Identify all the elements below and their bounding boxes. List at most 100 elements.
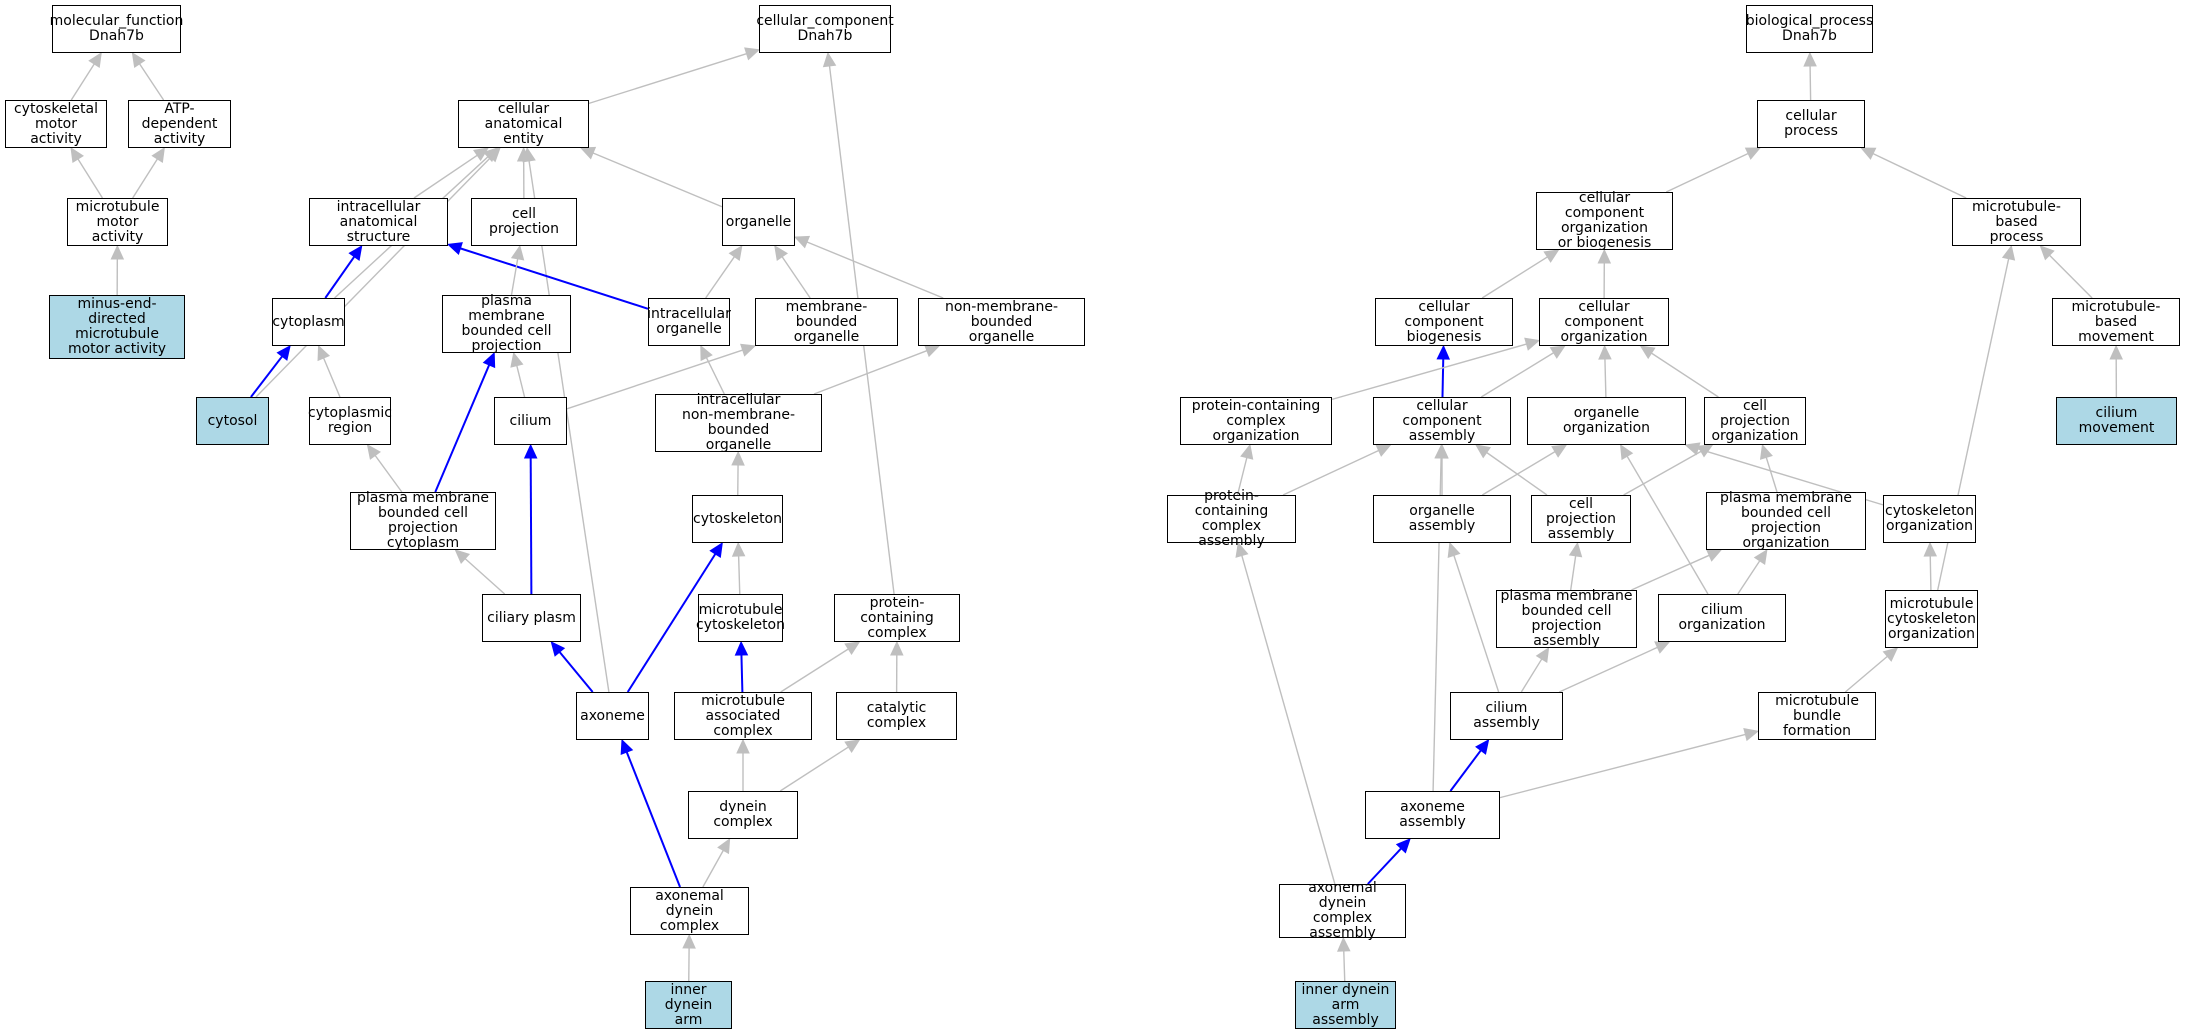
node-mt-process: microtubule-based process xyxy=(1952,198,2081,246)
edge-cilium-to-pmbcp xyxy=(510,351,526,398)
node-axonemal-dynein-assembly: axonemal dynein complex assembly xyxy=(1279,881,1406,941)
edge-dynein-complex-to-catalytic xyxy=(779,739,861,792)
node-pc-assembly: protein-containing complex assembly xyxy=(1167,489,1296,549)
edge-cytosol-to-cytoplasm xyxy=(250,345,291,398)
node-minus-end: minus-end-directed microtubule motor act… xyxy=(49,295,185,359)
edge-cilium-org-to-pmbcp-org xyxy=(1737,549,1768,595)
edge-mt-process-to-cell-process xyxy=(1860,147,1967,199)
node-cc-biogenesis: cellular component biogenesis xyxy=(1375,298,1513,346)
edge-mt-cytoskeleton-to-cytoskeleton xyxy=(731,541,746,595)
edge-pmbcp-assembly-to-pmbcp-org xyxy=(1631,549,1723,591)
edge-mt-motor-to-cytoskeletal-motor xyxy=(70,146,104,199)
node-pmbcpc: plasma membrane bounded cell projection … xyxy=(350,491,496,551)
edge-ciliary-plasm-to-cilium xyxy=(523,443,538,595)
edge-organelle-org-to-cc-org xyxy=(1598,344,1612,398)
node-cellproj: cell projection xyxy=(471,198,577,246)
node-mt-bundle: microtubule bundle formation xyxy=(1758,692,1876,740)
edge-axonemal-dynein-to-dynein-complex xyxy=(702,837,731,888)
edge-organelle-to-cae xyxy=(579,146,723,208)
node-cp-org: cell projection organization xyxy=(1704,397,1806,445)
node-mt-cytoskeleton: microtubule cytoskeleton xyxy=(696,594,785,642)
node-mt-movement: microtubule-based movement xyxy=(2052,298,2180,346)
edge-atp-dependent-to-mf xyxy=(131,52,165,101)
node-cp-assembly: cell projection assembly xyxy=(1531,495,1631,543)
edge-ias-to-cae xyxy=(413,147,489,199)
node-cilium-assembly: cilium assembly xyxy=(1450,692,1563,740)
node-axonemal-dynein: axonemal dynein complex xyxy=(630,887,749,935)
node-organelle: organelle xyxy=(722,198,795,246)
edge-catalytic-to-protein-complex xyxy=(890,640,904,693)
node-cae: cellular anatomical entity xyxy=(458,100,589,148)
node-axoneme: axoneme xyxy=(576,692,649,740)
edge-cell-process-to-bp xyxy=(1803,51,1817,101)
node-mt-assoc: microtubule associated complex xyxy=(674,692,812,740)
node-axoneme-assembly: axoneme assembly xyxy=(1365,791,1500,839)
node-intra-nonmem: intracellular non-membrane-bounded organ… xyxy=(655,393,822,453)
node-atp-dependent: ATP-dependent activity xyxy=(128,100,231,148)
node-intra-org: intracellular organelle xyxy=(647,298,731,346)
edge-pc-assembly-to-cc-assembly xyxy=(1282,444,1392,496)
edge-axoneme-assembly-to-mt-bundle xyxy=(1499,727,1760,799)
node-dynein-complex: dynein complex xyxy=(688,791,798,839)
node-pc-org: protein-containing complex organization xyxy=(1180,397,1332,445)
node-ccob: cellular component organization or bioge… xyxy=(1536,191,1673,251)
edge-cytoplasm-to-ias xyxy=(324,245,363,299)
edge-cc-assembly-to-cc-biogenesis xyxy=(1436,344,1451,398)
node-inner-arm-assembly: inner dynein arm assembly xyxy=(1295,981,1396,1029)
node-cilium-org: cilium organization xyxy=(1658,594,1786,642)
node-cc: cellular_component Dnah7b xyxy=(756,5,894,53)
edge-pc-assembly-to-pc-org xyxy=(1236,443,1254,496)
edge-cp-assembly-to-cp-org xyxy=(1623,444,1714,496)
edge-intra-nonmem-to-nonmem-org xyxy=(813,344,941,395)
node-mtc-org: microtubule cytoskeleton organization xyxy=(1885,590,1978,648)
edge-cc-org-to-ccob xyxy=(1597,248,1612,299)
edge-ccob-to-cell-process xyxy=(1665,147,1761,193)
edge-axoneme-to-ciliary-plasm xyxy=(550,641,594,693)
node-inner-arm: inner dynein arm xyxy=(645,981,732,1029)
node-mem-org: membrane-bounded organelle xyxy=(755,298,898,346)
node-pmbcp-org: plasma membrane bounded cell projection … xyxy=(1706,491,1866,551)
node-pmbcp: plasma membrane bounded cell projection xyxy=(442,294,571,354)
edge-cilium-assembly-to-cilium-org xyxy=(1558,641,1671,693)
edge-mt-movement-to-mt-process xyxy=(2039,245,2093,299)
node-cell-process: cellular process xyxy=(1757,100,1865,148)
edge-mem-org-to-organelle xyxy=(774,245,811,299)
edge-cae-to-cc xyxy=(588,47,761,105)
edge-axonemal-dynein-assembly-to-axoneme-assembly xyxy=(1367,838,1411,885)
edge-mt-bundle-to-mtc-org xyxy=(1844,647,1899,693)
node-cytoplasm: cytoplasm xyxy=(272,298,345,346)
node-nonmem-org: non-membrane-bounded organelle xyxy=(918,298,1085,346)
node-cytoskeletal-motor: cytoskeletal motor activity xyxy=(5,100,107,148)
edge-ciliary-plasm-to-pmbcpc xyxy=(454,549,506,595)
node-mf: molecular_function Dnah7b xyxy=(50,5,183,53)
node-ias: intracellular anatomical structure xyxy=(309,198,448,246)
edge-organelle-assembly-to-organelle-org xyxy=(1481,444,1568,496)
edge-cc-assembly-to-cc-org xyxy=(1480,345,1566,398)
edge-mt-assoc-to-protein-complex xyxy=(780,641,861,693)
edge-axoneme-to-cae xyxy=(522,146,610,693)
edge-pmbcp-assembly-to-cp-assembly xyxy=(1568,541,1583,591)
node-bp: biological_process Dnah7b xyxy=(1746,5,1873,53)
edge-cytoskeletal-motor-to-mf xyxy=(70,51,102,101)
node-cilium-movement: cilium movement xyxy=(2056,397,2177,445)
node-cc-assembly: cellular component assembly xyxy=(1373,397,1511,445)
edge-mtc-org-to-cytoskeleton-org xyxy=(1923,541,1938,591)
edge-cp-org-to-cc-org xyxy=(1639,345,1719,398)
edge-pc-org-to-cc-org xyxy=(1331,337,1541,401)
edge-nonmem-org-to-organelle xyxy=(793,235,944,299)
edge-pmbcp-org-to-cp-org xyxy=(1759,443,1778,493)
edge-pmbcp-to-cellproj xyxy=(510,244,525,296)
node-mt-motor: microtubule motor activity xyxy=(67,198,168,246)
edge-cilium-to-mem-org xyxy=(566,343,757,410)
edge-mt-assoc-to-mt-cytoskeleton xyxy=(734,640,749,693)
edge-axoneme-to-cytoskeleton xyxy=(626,541,723,693)
node-cytoskeleton: cytoskeleton xyxy=(692,495,783,543)
edge-minus-end-to-mt-motor xyxy=(110,244,125,296)
node-cytoskeleton-org: cytoskeleton organization xyxy=(1883,495,1976,543)
node-cyto-region: cytoplasmic region xyxy=(308,397,392,445)
node-cilium: cilium xyxy=(494,397,567,445)
node-catalytic: catalytic complex xyxy=(836,692,957,740)
edge-dynein-complex-to-mt-assoc xyxy=(736,738,750,791)
edge-mt-motor-to-atp-dependent xyxy=(132,146,165,199)
